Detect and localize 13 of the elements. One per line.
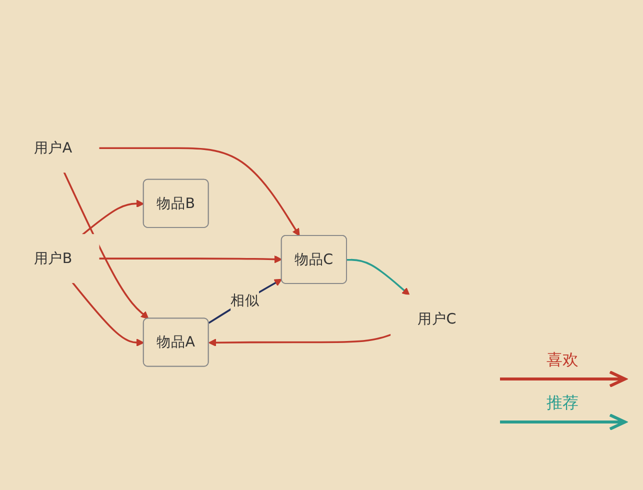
arrow (98, 147, 300, 236)
node-text: 用户C (418, 310, 456, 327)
legend-label: 喜欢 (546, 350, 578, 371)
edge-label: 相似 (230, 291, 260, 308)
arrow (72, 282, 144, 346)
legend-label: 推荐 (546, 393, 578, 414)
arrow (98, 255, 282, 263)
arrow (63, 172, 149, 319)
arrow (82, 200, 144, 235)
arrow (208, 334, 392, 346)
arrow (208, 278, 282, 324)
arrow (346, 258, 410, 296)
node-text: 用户A (34, 139, 72, 156)
